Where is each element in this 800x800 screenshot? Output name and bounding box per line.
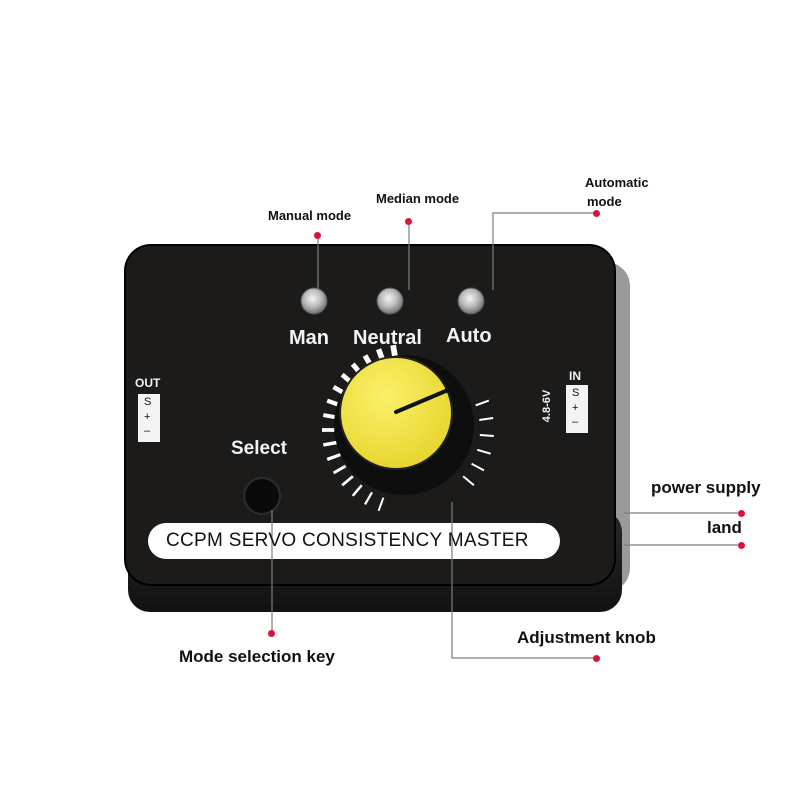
led-neutral	[376, 287, 404, 315]
scale-tick	[475, 399, 490, 407]
scale-tick	[332, 464, 347, 475]
scale-tick	[462, 475, 475, 487]
scale-tick	[364, 491, 373, 506]
annotation-automatic-mode-line1: Automatic	[585, 175, 649, 190]
led-label-auto: Auto	[446, 325, 492, 347]
knob-pointer	[394, 388, 450, 414]
annotation-dot	[405, 218, 412, 225]
scale-tick	[476, 448, 491, 455]
out-pin-plus: +	[144, 411, 151, 423]
scale-tick	[341, 475, 354, 487]
out-pin-minus: –	[144, 425, 151, 437]
scale-tick	[323, 440, 338, 447]
leader-lines	[271, 212, 741, 659]
led-label-neutral: Neutral	[353, 327, 422, 349]
annotation-power-supply: power supply	[651, 478, 761, 497]
voltage-label: 4.8-6V	[541, 389, 554, 423]
out-label: OUT	[135, 376, 161, 390]
annotation-land: land	[707, 518, 742, 537]
scale-tick	[479, 417, 494, 421]
annotation-dot	[268, 630, 275, 637]
in-pin-plus: +	[572, 402, 579, 414]
scale-tick	[377, 497, 385, 512]
led-auto	[457, 287, 485, 315]
scale-tick	[479, 434, 494, 437]
scale-tick	[471, 462, 485, 472]
annotation-median-mode: Median mode	[376, 191, 460, 206]
scale-tick	[351, 484, 363, 497]
in-connector	[566, 385, 588, 433]
select-button[interactable]	[243, 477, 281, 515]
in-pin-s: S	[572, 387, 580, 399]
annotation-dot	[593, 210, 600, 217]
annotation-dot	[738, 542, 745, 549]
annotation-dot	[738, 510, 745, 517]
banner-text: CCPM SERVO CONSISTENCY MASTER	[166, 530, 529, 551]
annotation-automatic-mode-line2: mode	[587, 194, 622, 209]
annotation-dot	[314, 232, 321, 239]
annotation-manual-mode: Manual mode	[268, 208, 352, 223]
in-pin-minus: –	[572, 416, 579, 428]
banner-plate	[148, 523, 560, 559]
select-label: Select	[231, 438, 287, 459]
out-pin-s: S	[144, 396, 152, 408]
out-connector	[138, 394, 160, 442]
led-label-man: Man	[289, 327, 329, 349]
in-label: IN	[569, 369, 581, 383]
annotation-dot	[593, 655, 600, 662]
led-man	[300, 287, 328, 315]
scale-tick	[326, 453, 341, 461]
annotation-adjustment-knob: Adjustment knob	[517, 628, 656, 647]
annotation-mode-selection-key: Mode selection key	[179, 647, 335, 666]
